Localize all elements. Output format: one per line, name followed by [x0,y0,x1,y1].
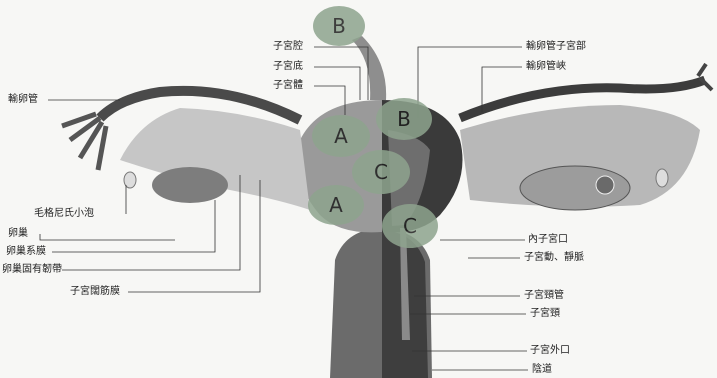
label-fundus: 子宮底 [273,61,303,73]
label-internal-os: 內子宮口 [528,234,568,246]
marker-a-upper: A [312,115,370,157]
label-tube-uterine-part: 輸卵管子宮部 [526,41,586,53]
marker-c-mid: C [352,150,410,194]
left-fimbriae [62,114,106,170]
label-isthmus: 輸卵管峽 [526,61,566,73]
marker-a-lower: A [308,185,364,225]
label-uterine-body: 子宮體 [273,80,303,92]
marker-b-right: B [376,98,432,140]
label-hair-follicle: 毛格尼氏小泡 [34,208,94,220]
marker-c-lower: C [382,204,438,248]
label-uterine-vessels: 子宮動、靜脈 [524,252,584,264]
label-cervix: 子宮頸 [530,308,560,320]
label-vagina: 陰道 [532,364,552,376]
label-mesovarium: 卵巢系膜 [6,246,46,258]
label-ovary: 卵巢 [8,228,28,240]
stalk [352,36,386,100]
label-fallopian-tube: 輸卵管 [8,94,38,106]
right-follicle [596,176,614,194]
right-appendage [656,169,668,187]
left-ovary [152,167,228,203]
label-broad-ligament: 子宮闊筋膜 [70,286,120,298]
marker-b-top: B [313,6,365,46]
label-cervical-canal: 子宮頸管 [524,290,564,302]
label-external-os: 子宮外口 [530,345,570,357]
label-ovarian-ligament: 卵巢固有韌帶 [2,264,62,276]
label-uterine-cavity: 子宮腔 [273,41,303,53]
